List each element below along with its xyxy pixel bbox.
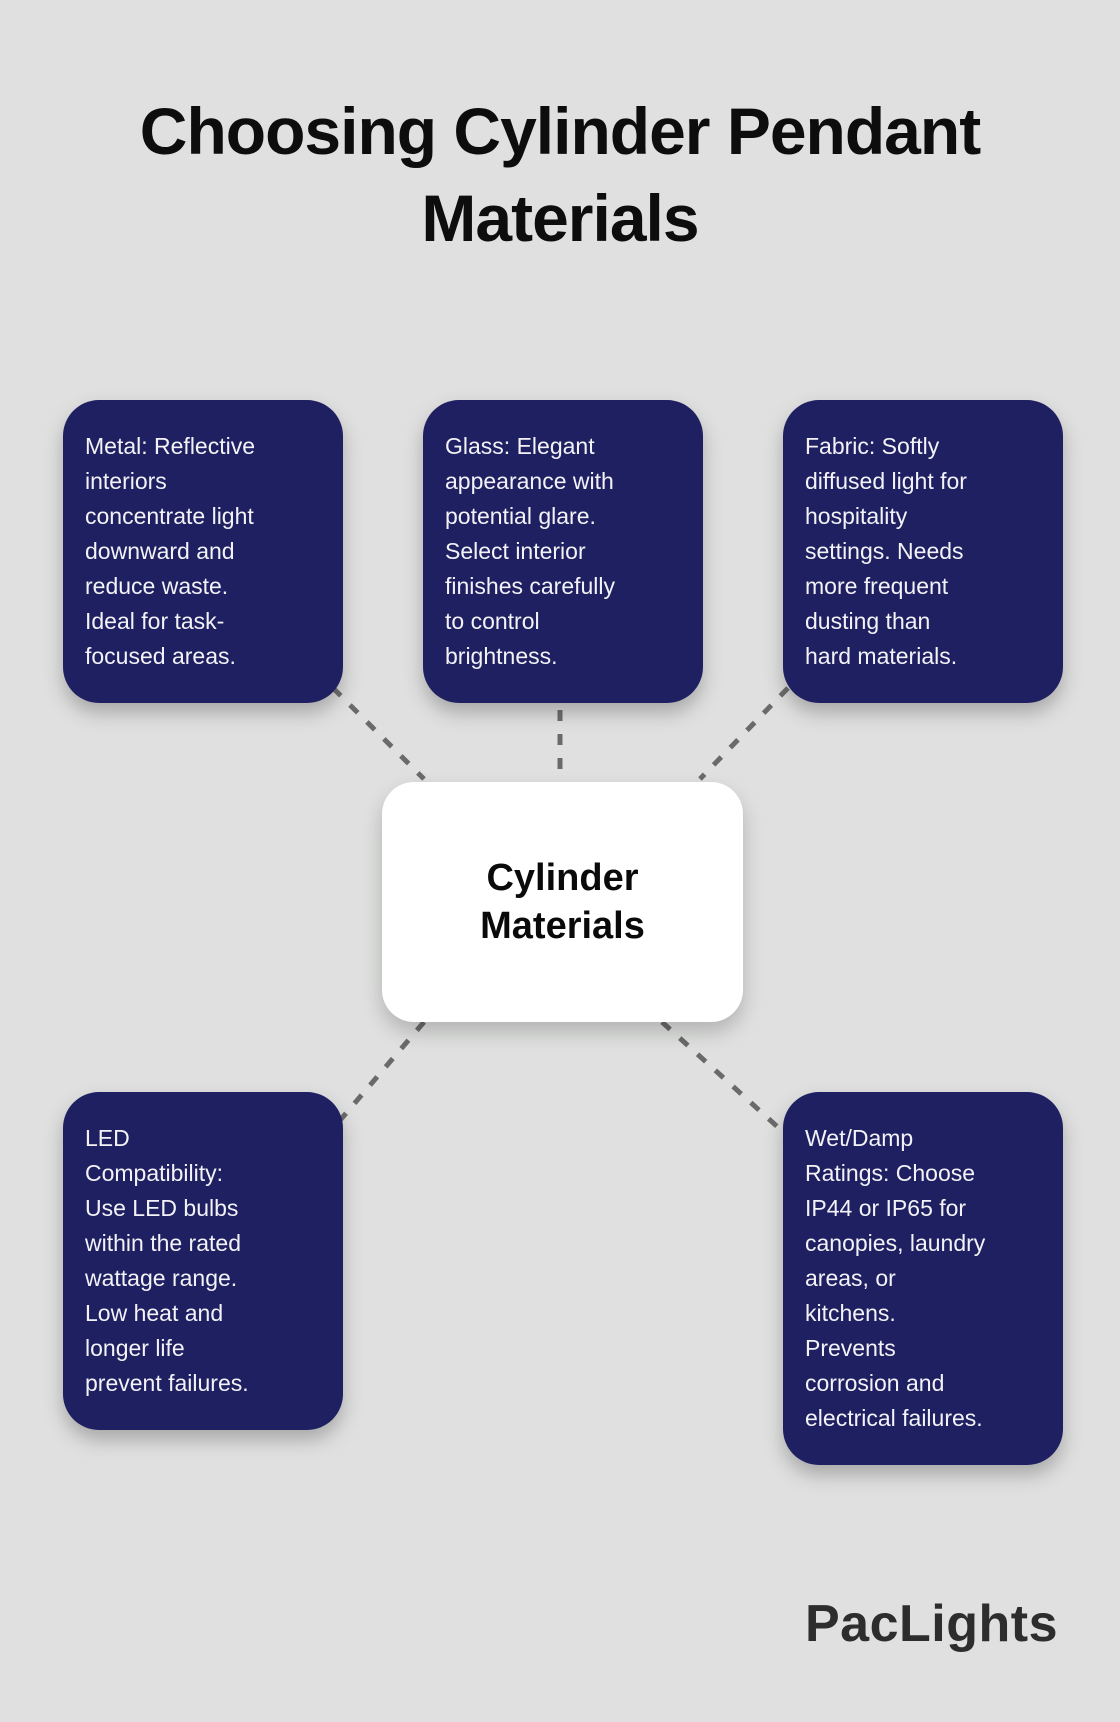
center-node-cylinder-materials: Cylinder Materials <box>382 782 743 1022</box>
node-metal: Metal: Reflective interiors concentrate … <box>63 400 343 703</box>
node-led-compatibility: LED Compatibility: Use LED bulbs within … <box>63 1092 343 1430</box>
connector-center-to-led <box>328 1020 426 1134</box>
brand-logo: PacLights <box>805 1595 1058 1653</box>
connector-metal-to-center <box>331 686 426 781</box>
page-title: Choosing Cylinder Pendant Materials <box>139 94 981 256</box>
connector-fabric-to-center <box>698 686 790 781</box>
node-wet-damp-ratings: Wet/Damp Ratings: Choose IP44 or IP65 fo… <box>783 1092 1063 1465</box>
node-glass: Glass: Elegant appearance with potential… <box>423 400 703 703</box>
connector-center-to-wetdamp <box>660 1020 794 1142</box>
node-fabric: Fabric: Softly diffused light for hospit… <box>783 400 1063 703</box>
